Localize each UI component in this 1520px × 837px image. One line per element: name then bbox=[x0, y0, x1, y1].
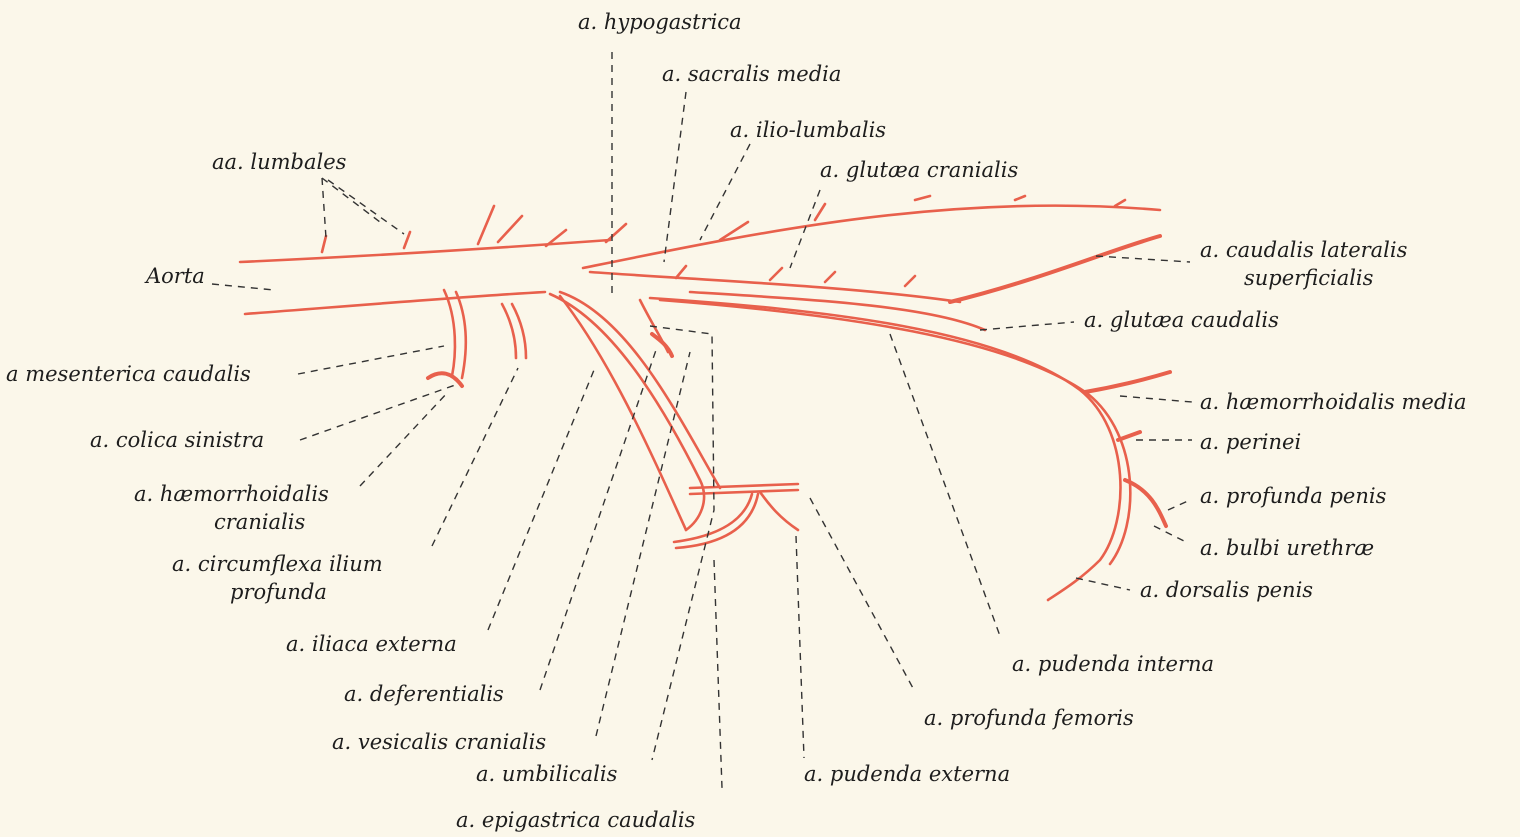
vessel-branch bbox=[815, 204, 825, 220]
mesenterica-caudalis-vessel-2 bbox=[456, 292, 466, 378]
label-mesenterica-caudalis: a mesenterica caudalis bbox=[6, 362, 251, 386]
leader-line bbox=[796, 536, 804, 758]
vessel-branch bbox=[905, 276, 915, 286]
label-perinei: a. perinei bbox=[1200, 430, 1301, 454]
glutaea-caudalis-vessel bbox=[690, 292, 985, 330]
leader-line bbox=[714, 560, 722, 788]
label-vesicalis-cranialis: a. vesicalis cranialis bbox=[332, 730, 546, 754]
iliaca-externa-vessel-2 bbox=[560, 292, 720, 488]
vessel-branch bbox=[676, 266, 686, 278]
label-ilio-lumbalis: a. ilio-lumbalis bbox=[730, 118, 886, 142]
colica-sinistra-vessel bbox=[428, 373, 462, 386]
label-caudalis-lateralis-2: superficialis bbox=[1244, 266, 1373, 290]
leader-line bbox=[300, 384, 458, 440]
lumbar-branch bbox=[478, 206, 494, 244]
label-glutaea-cranialis: a. glutæa cranialis bbox=[820, 158, 1018, 182]
epigastrica-vessel bbox=[760, 492, 798, 530]
lumbar-branch bbox=[404, 232, 410, 248]
leader-line bbox=[540, 350, 656, 690]
label-circumflexa-2: profunda bbox=[230, 580, 327, 604]
label-sacralis-media: a. sacralis media bbox=[662, 62, 841, 86]
label-circumflexa: a. circumflexa ilium bbox=[172, 552, 383, 576]
leader-line bbox=[1076, 578, 1130, 590]
label-colica-sinistra: a. colica sinistra bbox=[90, 428, 264, 452]
leader-line bbox=[1154, 526, 1186, 542]
leader-line bbox=[432, 368, 518, 546]
profunda-femoris-vessel bbox=[690, 484, 798, 488]
leader-line bbox=[212, 284, 274, 290]
label-glutaea-caudalis: a. glutæa caudalis bbox=[1084, 308, 1279, 332]
aorta-vessel bbox=[240, 240, 610, 262]
leader-line bbox=[360, 392, 448, 486]
label-pudenda-externa: a. pudenda externa bbox=[804, 762, 1010, 786]
label-hypogastrica: a. hypogastrica bbox=[578, 10, 742, 34]
label-bulbi-urethrae: a. bulbi urethræ bbox=[1200, 536, 1374, 560]
mesenterica-caudalis-vessel bbox=[444, 290, 455, 376]
perinei-vessel bbox=[1118, 432, 1140, 440]
leader-line bbox=[1120, 396, 1192, 402]
leader-line bbox=[980, 322, 1074, 330]
circumflexa-vessel bbox=[502, 304, 516, 358]
pudenda-externa-vessel bbox=[674, 494, 752, 542]
leader-line bbox=[298, 346, 444, 374]
vessel-branch bbox=[1115, 200, 1125, 206]
haemorrhoidalis-media-vessel bbox=[1085, 372, 1170, 392]
profunda-femoris-vessel-2 bbox=[690, 490, 798, 494]
label-aorta: Aorta bbox=[146, 264, 205, 288]
leader-line bbox=[664, 92, 686, 262]
label-epigastrica-caudalis: a. epigastrica caudalis bbox=[456, 808, 695, 832]
label-caudalis-lateralis: a. caudalis lateralis bbox=[1200, 238, 1407, 262]
label-deferentialis: a. deferentialis bbox=[344, 682, 504, 706]
pudenda-interna-vessel bbox=[650, 298, 1120, 600]
label-haemorrhoidalis-media: a. hæmorrhoidalis media bbox=[1200, 390, 1467, 414]
aorta-vessel-lower bbox=[245, 292, 545, 314]
leader-line bbox=[1096, 256, 1190, 262]
leader-line bbox=[810, 498, 914, 690]
label-dorsalis-penis: a. dorsalis penis bbox=[1140, 578, 1313, 602]
label-umbilicalis: a. umbilicalis bbox=[476, 762, 617, 786]
vessel-branch bbox=[1015, 196, 1025, 200]
vessel-branch bbox=[825, 272, 835, 282]
circumflexa-vessel-2 bbox=[512, 304, 526, 358]
label-pudenda-interna: a. pudenda interna bbox=[1012, 652, 1214, 676]
vessel-branch bbox=[770, 268, 782, 280]
label-haemorrhoidalis-cranialis-2: cranialis bbox=[214, 510, 305, 534]
label-iliaca-externa: a. iliaca externa bbox=[286, 632, 457, 656]
label-haemorrhoidalis-cranialis: a. hæmorrhoidalis bbox=[134, 482, 329, 506]
leader-line bbox=[322, 178, 404, 238]
caudalis-lateralis-vessel bbox=[950, 236, 1160, 302]
lumbar-branch bbox=[498, 216, 522, 242]
deferentialis-vessel bbox=[560, 296, 686, 530]
leader-line bbox=[890, 334, 1000, 636]
lumbar-branch bbox=[322, 236, 326, 252]
label-profunda-femoris: a. profunda femoris bbox=[924, 706, 1134, 730]
label-lumbales: aa. lumbales bbox=[212, 150, 346, 174]
label-profunda-penis: a. profunda penis bbox=[1200, 484, 1386, 508]
leader-line bbox=[488, 370, 594, 630]
sacralis-media-vessel bbox=[583, 206, 1160, 268]
vessel-branch bbox=[915, 196, 930, 200]
leader-line bbox=[1168, 500, 1190, 510]
lumbar-branch bbox=[606, 224, 626, 242]
